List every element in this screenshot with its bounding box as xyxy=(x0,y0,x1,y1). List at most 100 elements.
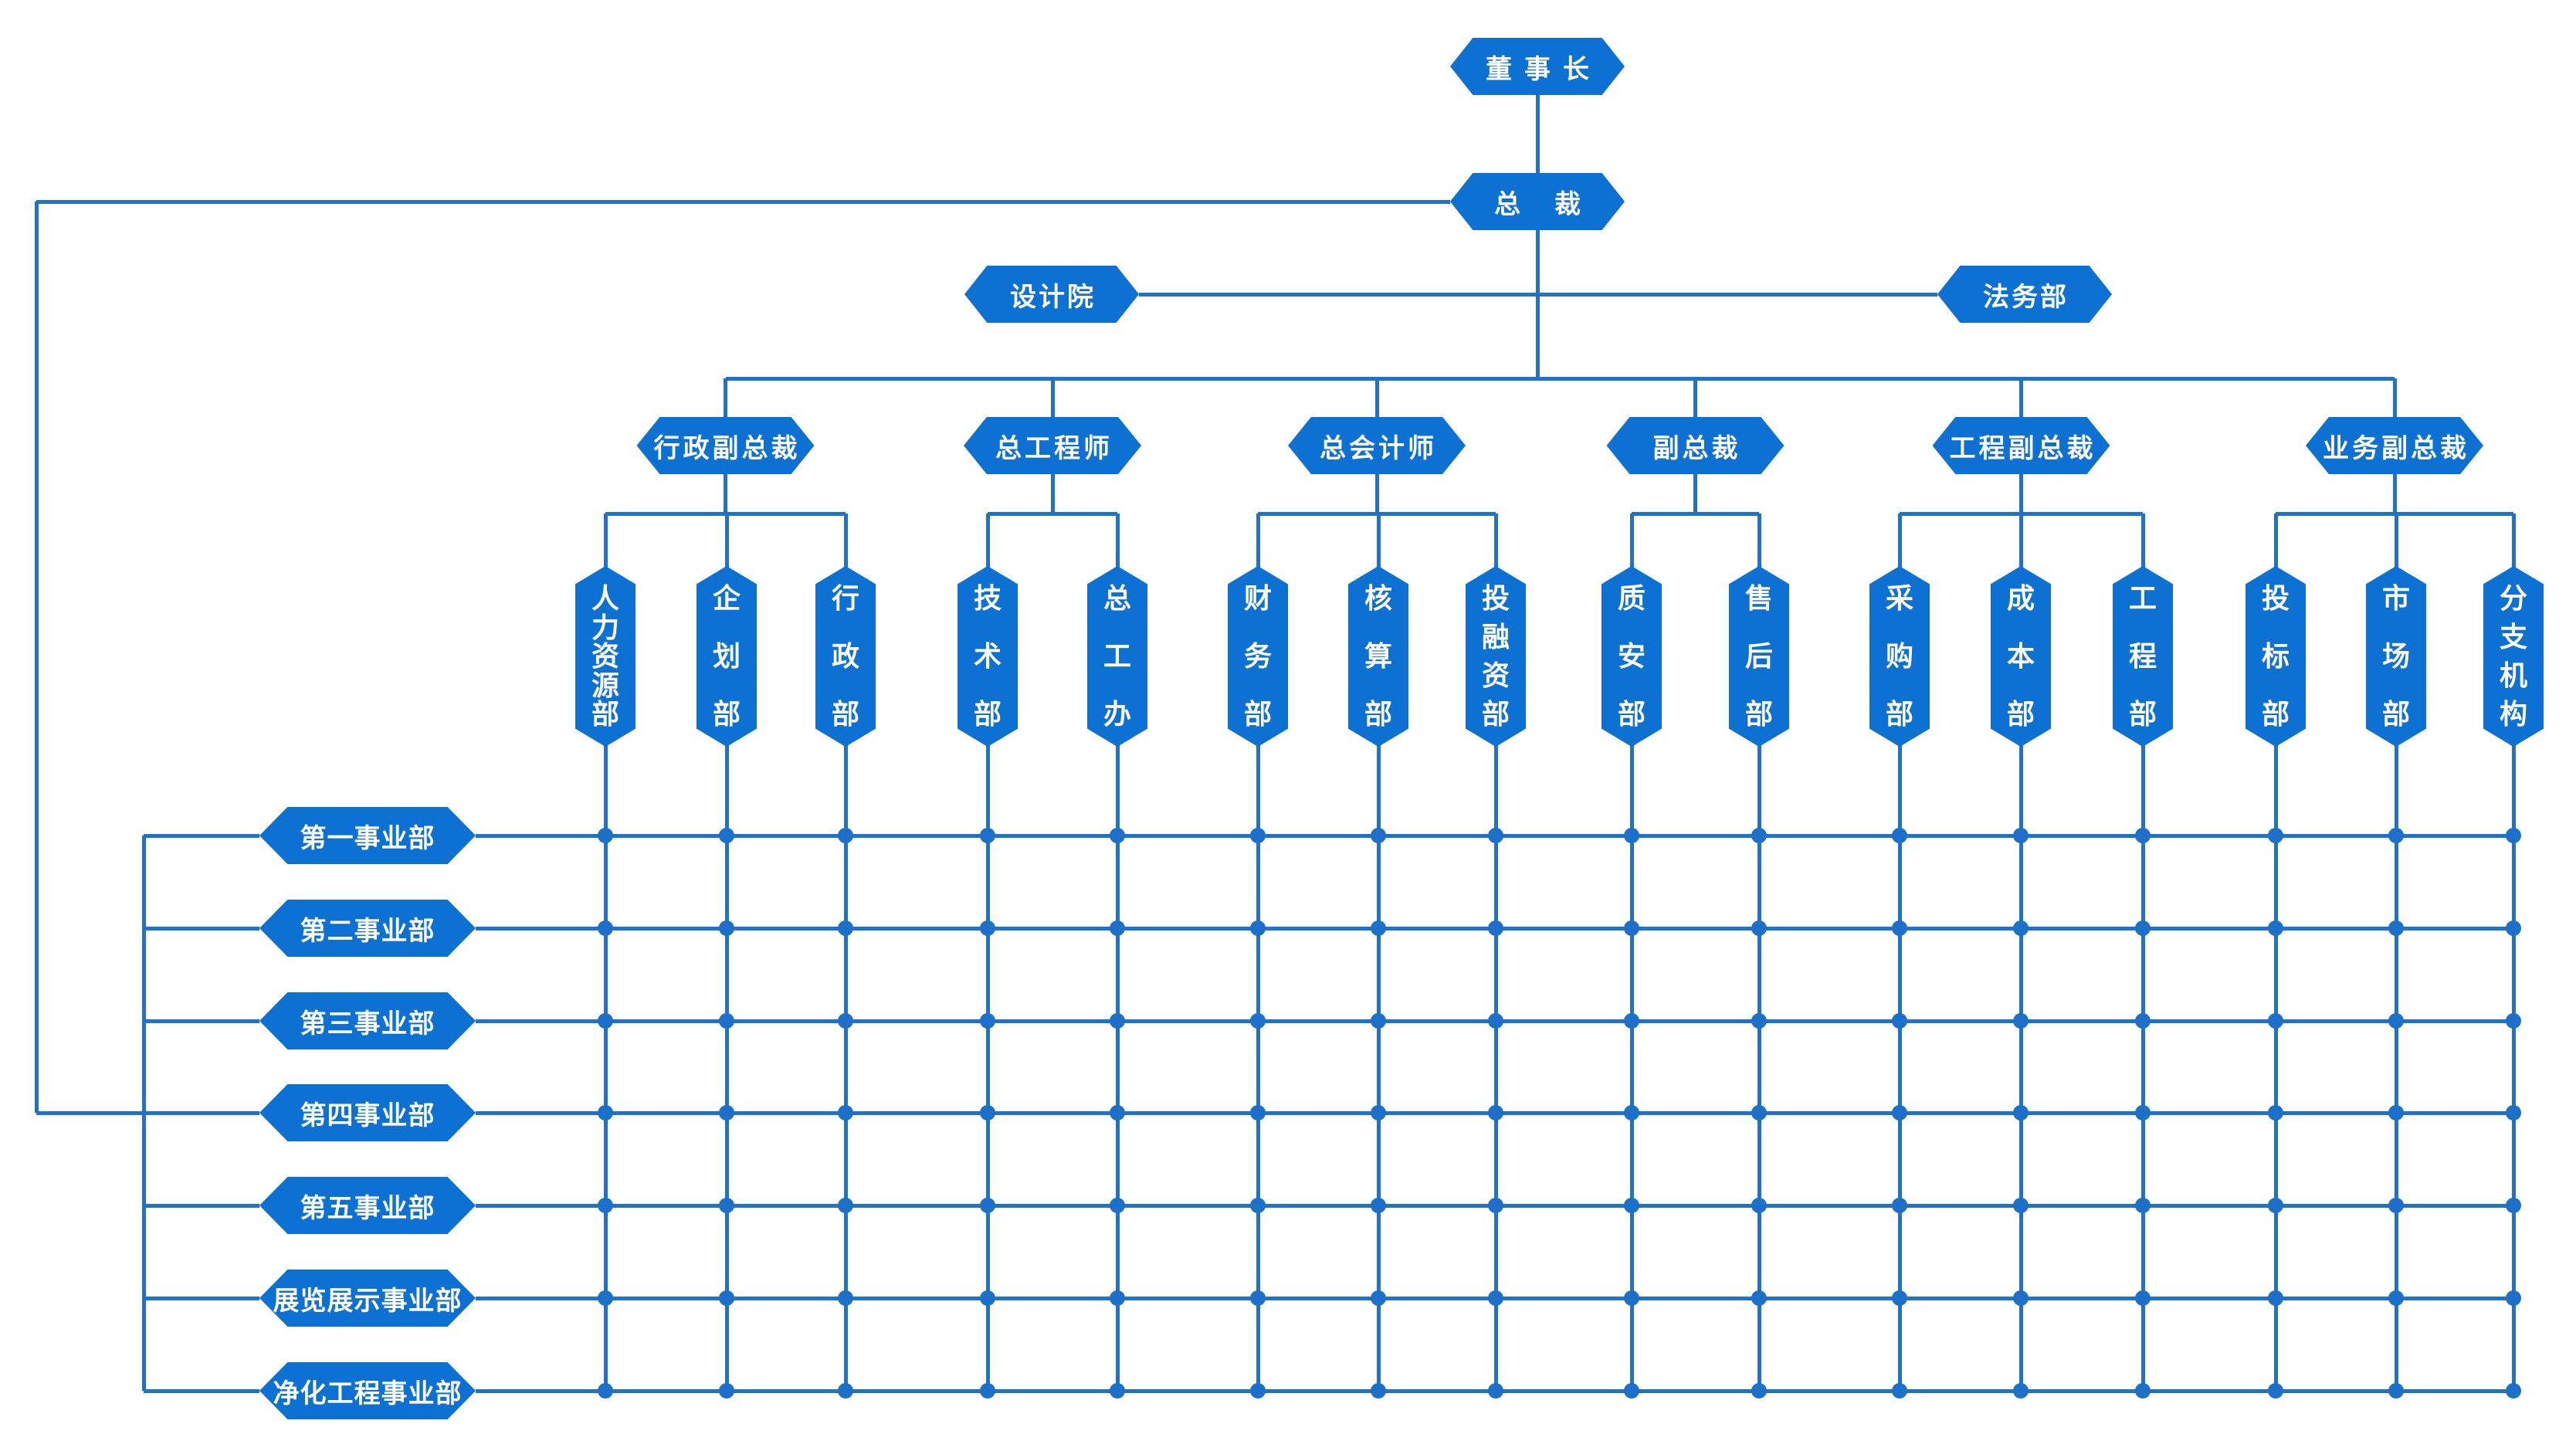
dept-node-0-0-label: 人力资源部 xyxy=(591,582,619,730)
exec-node-3[interactable]: 副总裁 xyxy=(1606,417,1785,474)
dept-node-0-1[interactable]: 企划部 xyxy=(697,566,757,747)
junction-dot xyxy=(1892,920,1907,936)
junction-dot xyxy=(1751,1105,1767,1120)
org-connector xyxy=(1050,474,1055,514)
exec-node-1-label: 总工程师 xyxy=(995,433,1113,463)
junction-dot xyxy=(2268,1198,2283,1213)
junction-dot xyxy=(2506,1198,2521,1213)
node-legal-dept-label: 法务部 xyxy=(1983,282,2069,312)
junction-dot xyxy=(1751,1290,1767,1306)
org-connector xyxy=(843,744,848,1391)
junction-dot xyxy=(1110,920,1125,936)
junction-dot xyxy=(838,920,853,936)
org-connector xyxy=(2018,514,2023,569)
junction-dot xyxy=(1250,1013,1266,1029)
dept-node-3-0[interactable]: 质安部 xyxy=(1602,566,1662,747)
org-connector xyxy=(144,1203,259,1208)
org-connector xyxy=(2392,474,2397,514)
dept-node-2-1[interactable]: 核算部 xyxy=(1348,566,1408,747)
node-legal-dept[interactable]: 法务部 xyxy=(1937,266,2112,323)
junction-dot xyxy=(719,1198,734,1213)
junction-dot xyxy=(1892,1013,1907,1029)
junction-dot xyxy=(1488,1383,1503,1398)
junction-dot xyxy=(719,1105,734,1120)
dept-node-0-1-label: 企划部 xyxy=(712,582,741,730)
business-unit-node-6[interactable]: 净化工程事业部 xyxy=(259,1362,476,1419)
dept-node-4-1[interactable]: 成本部 xyxy=(1991,566,2051,747)
junction-dot xyxy=(1751,1383,1767,1398)
org-connector xyxy=(1493,514,1498,569)
dept-node-1-0[interactable]: 技术部 xyxy=(958,566,1018,747)
junction-dot xyxy=(2135,1198,2151,1213)
dept-node-5-1[interactable]: 市场部 xyxy=(2366,566,2426,747)
dept-node-0-2-label: 行政部 xyxy=(831,582,859,730)
junction-dot xyxy=(598,1198,613,1213)
org-connector xyxy=(2140,514,2145,569)
junction-dot xyxy=(598,1383,613,1398)
dept-node-5-0[interactable]: 投标部 xyxy=(2246,566,2306,747)
org-connector xyxy=(1374,378,1379,417)
org-connector xyxy=(1757,514,1761,569)
junction-dot xyxy=(1751,1013,1767,1029)
exec-node-5[interactable]: 业务副总裁 xyxy=(2306,417,2483,474)
dept-node-3-1[interactable]: 售后部 xyxy=(1729,566,1789,747)
junction-dot xyxy=(1250,920,1266,936)
org-connector xyxy=(1493,744,1498,1391)
org-connector xyxy=(724,474,727,514)
junction-dot xyxy=(2388,1198,2404,1213)
junction-dot xyxy=(1110,1013,1125,1029)
business-unit-node-0[interactable]: 第一事业部 xyxy=(259,807,476,864)
dept-node-0-0[interactable]: 人力资源部 xyxy=(575,566,636,747)
dept-node-2-0[interactable]: 财务部 xyxy=(1228,566,1288,747)
exec-node-1[interactable]: 总工程师 xyxy=(964,417,1141,474)
junction-dot xyxy=(980,1013,995,1029)
junction-dot xyxy=(2268,1290,2283,1306)
dept-node-2-0-label: 财务部 xyxy=(1243,582,1272,730)
junction-dot xyxy=(598,1013,613,1029)
node-president[interactable]: 总裁 xyxy=(1450,173,1625,230)
dept-node-2-2[interactable]: 投融资部 xyxy=(1466,566,1526,747)
junction-dot xyxy=(2135,1105,2151,1120)
exec-node-2[interactable]: 总会计师 xyxy=(1288,417,1466,474)
dept-node-4-2[interactable]: 工程部 xyxy=(2113,566,2173,747)
business-unit-node-4[interactable]: 第五事业部 xyxy=(259,1177,476,1234)
dept-node-0-2[interactable]: 行政部 xyxy=(815,566,876,747)
junction-dot xyxy=(2388,920,2404,936)
exec-node-0[interactable]: 行政副总裁 xyxy=(636,417,815,474)
junction-dot xyxy=(719,1013,734,1029)
business-unit-node-2[interactable]: 第三事业部 xyxy=(259,992,476,1049)
dept-node-5-2[interactable]: 分支机构 xyxy=(2483,566,2544,747)
node-design-institute[interactable]: 设计院 xyxy=(964,266,1139,323)
org-connector xyxy=(725,376,2395,381)
org-connector xyxy=(985,744,990,1391)
junction-dot xyxy=(2135,1013,2151,1029)
org-connector xyxy=(1757,744,1761,1391)
junction-dot xyxy=(2506,920,2521,936)
junction-dot xyxy=(1250,828,1266,843)
junction-dot xyxy=(1250,1383,1266,1398)
junction-dot xyxy=(719,920,734,936)
dept-node-4-2-label: 工程部 xyxy=(2128,582,2157,730)
node-chairman[interactable]: 董事长 xyxy=(1450,38,1625,95)
exec-node-5-label: 业务副总裁 xyxy=(2323,433,2469,463)
junction-dot xyxy=(838,1198,853,1213)
junction-dot xyxy=(2268,828,2283,843)
junction-dot xyxy=(719,1383,734,1398)
junction-dot xyxy=(1892,1105,1907,1120)
org-connector xyxy=(843,514,848,569)
exec-node-4[interactable]: 工程副总裁 xyxy=(1932,417,2110,474)
dept-node-1-1[interactable]: 总工办 xyxy=(1087,566,1147,747)
org-connector xyxy=(2273,514,2278,569)
dept-node-4-0[interactable]: 采购部 xyxy=(1869,566,1930,747)
junction-dot xyxy=(1892,1383,1907,1398)
business-unit-node-3[interactable]: 第四事业部 xyxy=(259,1084,476,1141)
business-unit-node-5[interactable]: 展览展示事业部 xyxy=(259,1270,476,1327)
exec-node-0-label: 行政副总裁 xyxy=(653,433,801,463)
junction-dot xyxy=(1110,1105,1125,1120)
junction-dot xyxy=(2135,828,2151,843)
junction-dot xyxy=(1371,920,1386,936)
business-unit-node-1[interactable]: 第二事业部 xyxy=(259,900,476,957)
org-connector xyxy=(985,514,990,569)
junction-dot xyxy=(2388,1290,2404,1306)
junction-dot xyxy=(1371,1290,1386,1306)
